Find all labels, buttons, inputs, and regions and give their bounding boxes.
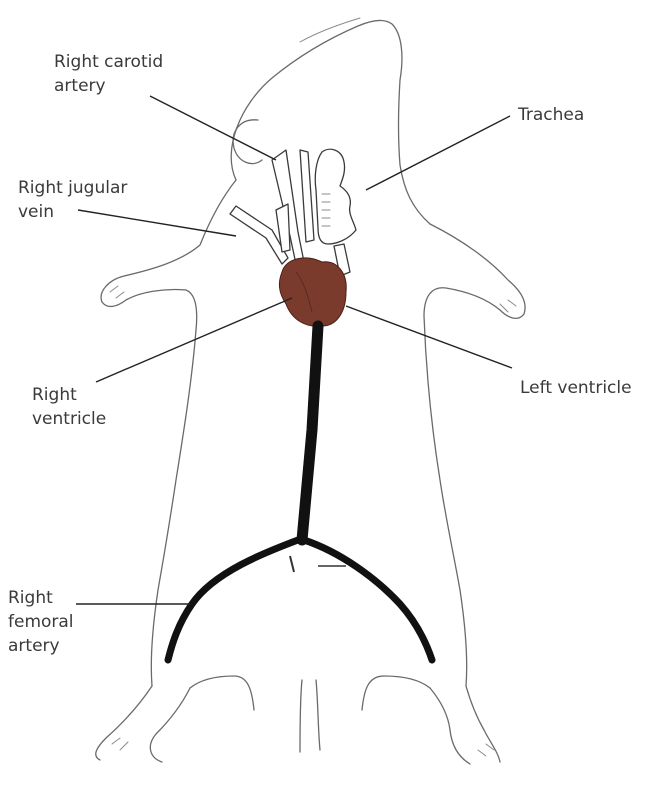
- label-right-carotid-artery-line1: Right carotid: [54, 50, 163, 74]
- trachea-shape: [315, 149, 356, 244]
- leader-right-carotid: [150, 96, 276, 160]
- aorta-and-femoral: [168, 326, 432, 660]
- right-femoral-artery: [168, 540, 298, 660]
- label-right-femoral-artery-line3: artery: [8, 634, 74, 658]
- label-right-ventricle-line1: Right: [32, 383, 106, 407]
- label-right-femoral-artery: Right femoral artery: [8, 586, 74, 658]
- label-right-femoral-artery-line1: Right: [8, 586, 74, 610]
- label-right-jugular-vein: Right jugular vein: [18, 176, 127, 224]
- descending-aorta: [302, 326, 318, 540]
- label-right-ventricle-line2: ventricle: [32, 407, 106, 431]
- left-femoral-artery: [304, 540, 432, 660]
- label-right-carotid-artery-line2: artery: [54, 74, 163, 98]
- leader-trachea: [366, 116, 510, 190]
- label-right-ventricle: Right ventricle: [32, 383, 106, 431]
- neck-vessels: [230, 149, 356, 276]
- leader-lines: [76, 96, 512, 604]
- heart: [279, 258, 346, 326]
- carotid-branch: [300, 150, 314, 242]
- label-left-ventricle: Left ventricle: [520, 376, 632, 400]
- leader-left-ventricle: [346, 306, 512, 368]
- label-right-jugular-vein-line2: vein: [18, 200, 127, 224]
- label-right-femoral-artery-line2: femoral: [8, 610, 74, 634]
- label-trachea: Trachea: [518, 103, 584, 127]
- heart-shape: [279, 258, 346, 326]
- leader-right-ventricle: [96, 298, 292, 382]
- label-right-carotid-artery: Right carotid artery: [54, 50, 163, 98]
- label-right-jugular-vein-line1: Right jugular: [18, 176, 127, 200]
